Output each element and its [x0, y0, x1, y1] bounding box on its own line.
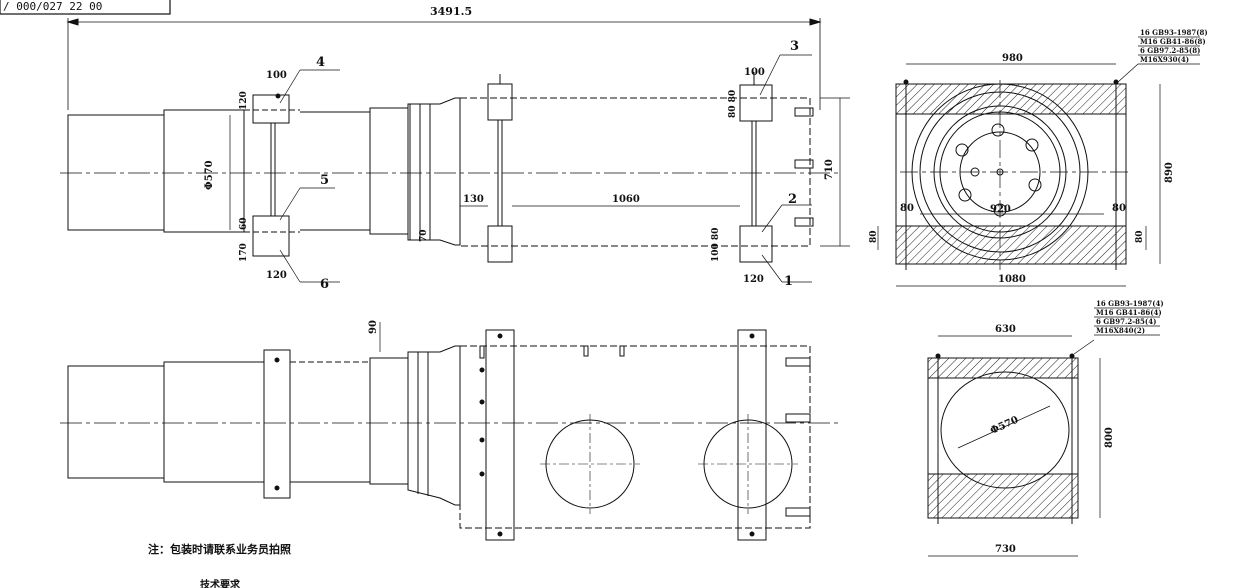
bom-bottom-3: 6 GB97.2-85(4) [1096, 317, 1156, 326]
inner-span-920: 920 [990, 204, 1011, 215]
height-800: 800 [1104, 427, 1115, 448]
balloon-1: 1 [784, 274, 793, 289]
width-1080: 1080 [998, 274, 1026, 285]
dim-phi570: Φ570 [204, 160, 215, 190]
width-630: 630 [995, 324, 1016, 335]
dim-100-left: 100 [266, 70, 287, 81]
side-80-a: 80 [900, 203, 914, 214]
dim-70: 70 [419, 229, 429, 242]
drawing-number-box: / 000/027 22 00 [0, 0, 171, 15]
dim-130: 130 [463, 194, 484, 205]
section-view-bottom [927, 307, 1160, 557]
technical-requirements-heading: 技术要求 [200, 578, 241, 588]
dim-90: 90 [368, 320, 379, 334]
bom-bottom-4: M16X840(2) [1096, 326, 1145, 335]
dim-80-80: 80 80 [728, 90, 738, 118]
section-top-labels: 980 1080 890 920 80 80 80 80 16 GB93-198… [869, 28, 1208, 285]
dim-1060: 1060 [612, 194, 640, 205]
bom-top-1: 16 GB93-1987(8) [1140, 28, 1208, 37]
bottom-view-labels: 90 [368, 320, 379, 334]
bom-bottom-1: 16 GB93-1987(4) [1096, 299, 1164, 308]
phi-570-section: Φ570 [989, 415, 1021, 437]
dim-100-80: 100 80 [711, 228, 721, 262]
balloon-4: 4 [316, 55, 325, 70]
bom-bottom-2: M16 GB41-86(4) [1096, 308, 1162, 317]
overall-length-label: 3491.5 [430, 5, 472, 18]
dim-60: 60 [239, 217, 249, 230]
balloon-6: 6 [320, 277, 329, 292]
dim-710: 710 [824, 159, 835, 180]
bom-top-2: M16 GB41-86(8) [1140, 37, 1206, 46]
bom-top-4: M16X930(4) [1140, 55, 1189, 64]
side-80-d: 80 [1135, 230, 1145, 243]
balloon-2: 2 [788, 192, 797, 207]
dim-120-right: 120 [743, 274, 764, 285]
dim-170: 170 [239, 243, 249, 262]
top-view [60, 18, 850, 283]
width-730: 730 [995, 544, 1016, 555]
side-80-c: 80 [869, 230, 879, 243]
top-view-labels: 3491.5 100 120 Φ570 60 170 120 100 80 80… [204, 5, 835, 292]
bottom-view [60, 322, 840, 541]
dim-100-right: 100 [744, 67, 765, 78]
width-980: 980 [1002, 53, 1023, 64]
balloon-3: 3 [790, 39, 799, 54]
dim-120-bottom: 120 [266, 270, 287, 281]
height-890: 890 [1164, 162, 1175, 183]
dim-120-left: 120 [239, 91, 249, 110]
section-view-top [877, 36, 1200, 287]
side-80-b: 80 [1112, 203, 1126, 214]
balloon-5: 5 [320, 173, 329, 188]
packing-note: 注：包装时请联系业务员拍照 [148, 542, 291, 556]
drawing-number: / 000/027 22 00 [3, 0, 102, 13]
bom-top-3: 6 GB97.2-85(8) [1140, 46, 1200, 55]
